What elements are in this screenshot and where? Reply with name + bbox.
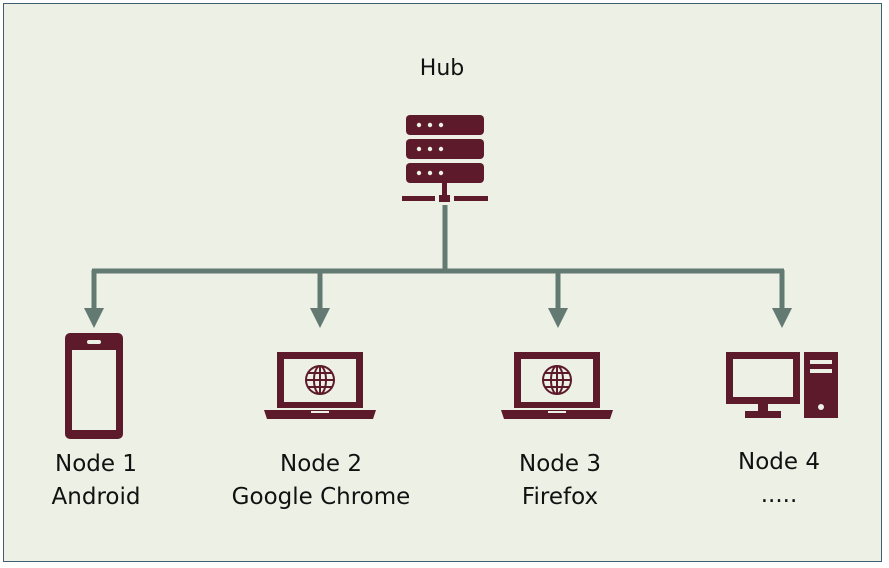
node-1-subtitle: Android xyxy=(51,484,141,510)
connector-lines xyxy=(84,205,792,328)
laptop-globe-icon xyxy=(264,352,376,419)
node-4-title: Node 4 xyxy=(738,449,820,475)
node-2-label: Node 2 Google Chrome xyxy=(232,448,411,514)
node-4-subtitle: ..... xyxy=(760,482,798,508)
diagram-frame xyxy=(3,3,882,562)
node-1-title: Node 1 xyxy=(55,451,137,477)
node-3-title: Node 3 xyxy=(519,451,601,477)
node-2-title: Node 2 xyxy=(280,451,362,477)
node-3-label: Node 3 Firefox xyxy=(519,448,601,514)
hub-label: Hub xyxy=(419,56,465,81)
node-1-label: Node 1 Android xyxy=(52,448,141,514)
laptop-globe-icon xyxy=(501,352,613,419)
desktop-computer-icon xyxy=(726,352,838,418)
node-3-subtitle: Firefox xyxy=(521,484,599,510)
node-4-label: Node 4 ..... xyxy=(738,446,820,512)
node-2-subtitle: Google Chrome xyxy=(231,484,411,510)
server-icon xyxy=(402,115,488,202)
smartphone-icon xyxy=(65,333,123,439)
